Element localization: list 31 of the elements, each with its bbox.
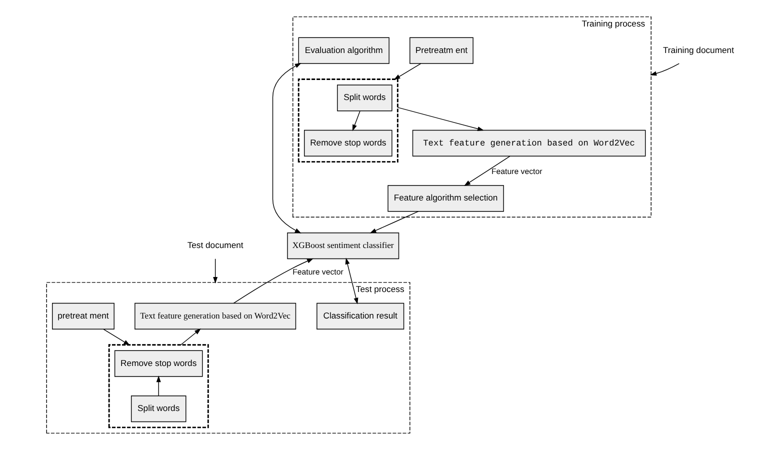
edge-label: Feature vector bbox=[490, 166, 542, 176]
node-box: Remove stop words bbox=[114, 350, 202, 377]
cluster bbox=[297, 78, 398, 163]
arrow bbox=[272, 62, 301, 234]
arrow bbox=[393, 63, 421, 80]
cluster bbox=[108, 344, 208, 428]
arrow bbox=[352, 110, 360, 132]
node-box: Text feature generation based on Word2Vec bbox=[134, 302, 296, 330]
node-box: Evaluation algorithm bbox=[298, 37, 389, 64]
node-box: XGBoost sentiment classifier bbox=[286, 232, 399, 260]
arrow bbox=[396, 107, 484, 131]
node-box: Feature algorithm selection bbox=[387, 185, 504, 212]
node-box: Classification result bbox=[316, 302, 404, 330]
edge-label: Feature vector bbox=[292, 267, 343, 276]
arrow bbox=[369, 211, 418, 234]
node-text: Test document bbox=[186, 240, 243, 250]
node-box: Text feature generation based on Word2Vec bbox=[412, 130, 646, 156]
arrow bbox=[102, 328, 130, 346]
arrow bbox=[650, 63, 679, 76]
node-box: Split words bbox=[130, 396, 186, 422]
node-box: Remove stop words bbox=[304, 130, 392, 156]
node-box: Pretreatm ent bbox=[409, 37, 473, 64]
arrow bbox=[212, 258, 218, 284]
arrow bbox=[180, 328, 200, 346]
arrow bbox=[156, 376, 160, 396]
arrow bbox=[463, 156, 510, 186]
node-box: Split words bbox=[336, 84, 392, 112]
node-text: Training document bbox=[662, 44, 734, 55]
arrow bbox=[232, 258, 313, 304]
arrow bbox=[344, 258, 358, 304]
node-box: pretreat ment bbox=[52, 302, 114, 330]
